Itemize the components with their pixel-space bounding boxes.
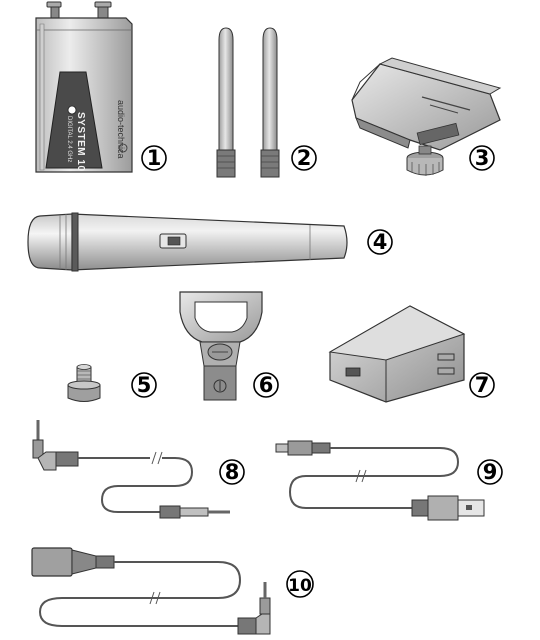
callout-4-label: 4	[373, 230, 388, 254]
antennas	[216, 27, 280, 178]
usb-cable	[275, 440, 485, 521]
plug-prong-bottom	[437, 367, 455, 375]
brand-logo-icon	[213, 379, 227, 393]
mic-handle	[71, 213, 348, 271]
callout-1: 1	[141, 145, 167, 171]
bodypack-transmitter: audio-technica SYSTEM 10 DIGITAL 2.4 GHz	[35, 1, 133, 173]
system-name-text: SYSTEM 10	[75, 112, 86, 172]
callout-2: 2	[291, 145, 317, 171]
antenna-left-base	[216, 149, 236, 178]
callout-9: 9	[477, 459, 503, 485]
callout-2-label: 2	[297, 146, 312, 170]
callout-8: 8	[219, 459, 245, 485]
camera-shoe-mount	[351, 57, 502, 176]
callout-10: 10	[286, 570, 314, 598]
transmitter-front-panel	[45, 71, 103, 169]
callout-10-label: 10	[288, 576, 312, 596]
callout-5: 5	[131, 372, 157, 398]
callout-1-label: 1	[147, 146, 162, 170]
callout-9-label: 9	[483, 460, 498, 484]
handheld-microphone	[27, 212, 348, 272]
callout-4: 4	[367, 229, 393, 255]
plug-prong-top	[437, 353, 455, 361]
callout-6-label: 6	[259, 373, 274, 397]
xlr-cable	[31, 547, 271, 635]
system-subtitle-text: DIGITAL 2.4 GHz	[66, 116, 72, 162]
callout-5-label: 5	[137, 373, 152, 397]
callout-7-label: 7	[475, 373, 490, 397]
mic-grille	[27, 213, 73, 271]
instrument-cable	[32, 420, 230, 519]
callout-6: 6	[253, 372, 279, 398]
callout-3: 3	[469, 145, 495, 171]
antenna-left	[218, 27, 234, 151]
ac-adapter	[328, 305, 466, 403]
antenna-right-base	[260, 149, 280, 178]
antenna-right	[262, 27, 278, 151]
usb-port-icon	[345, 367, 361, 377]
mic-stand-clamp	[179, 291, 263, 401]
mic-grille-ring	[71, 212, 79, 272]
callout-3-label: 3	[475, 146, 490, 170]
callout-7: 7	[469, 372, 495, 398]
callout-8-label: 8	[225, 460, 240, 484]
power-led-icon	[67, 105, 77, 115]
brand-text: audio-technica	[116, 100, 126, 159]
brand-logo-icon	[118, 143, 128, 153]
thread-adapter	[67, 364, 101, 402]
